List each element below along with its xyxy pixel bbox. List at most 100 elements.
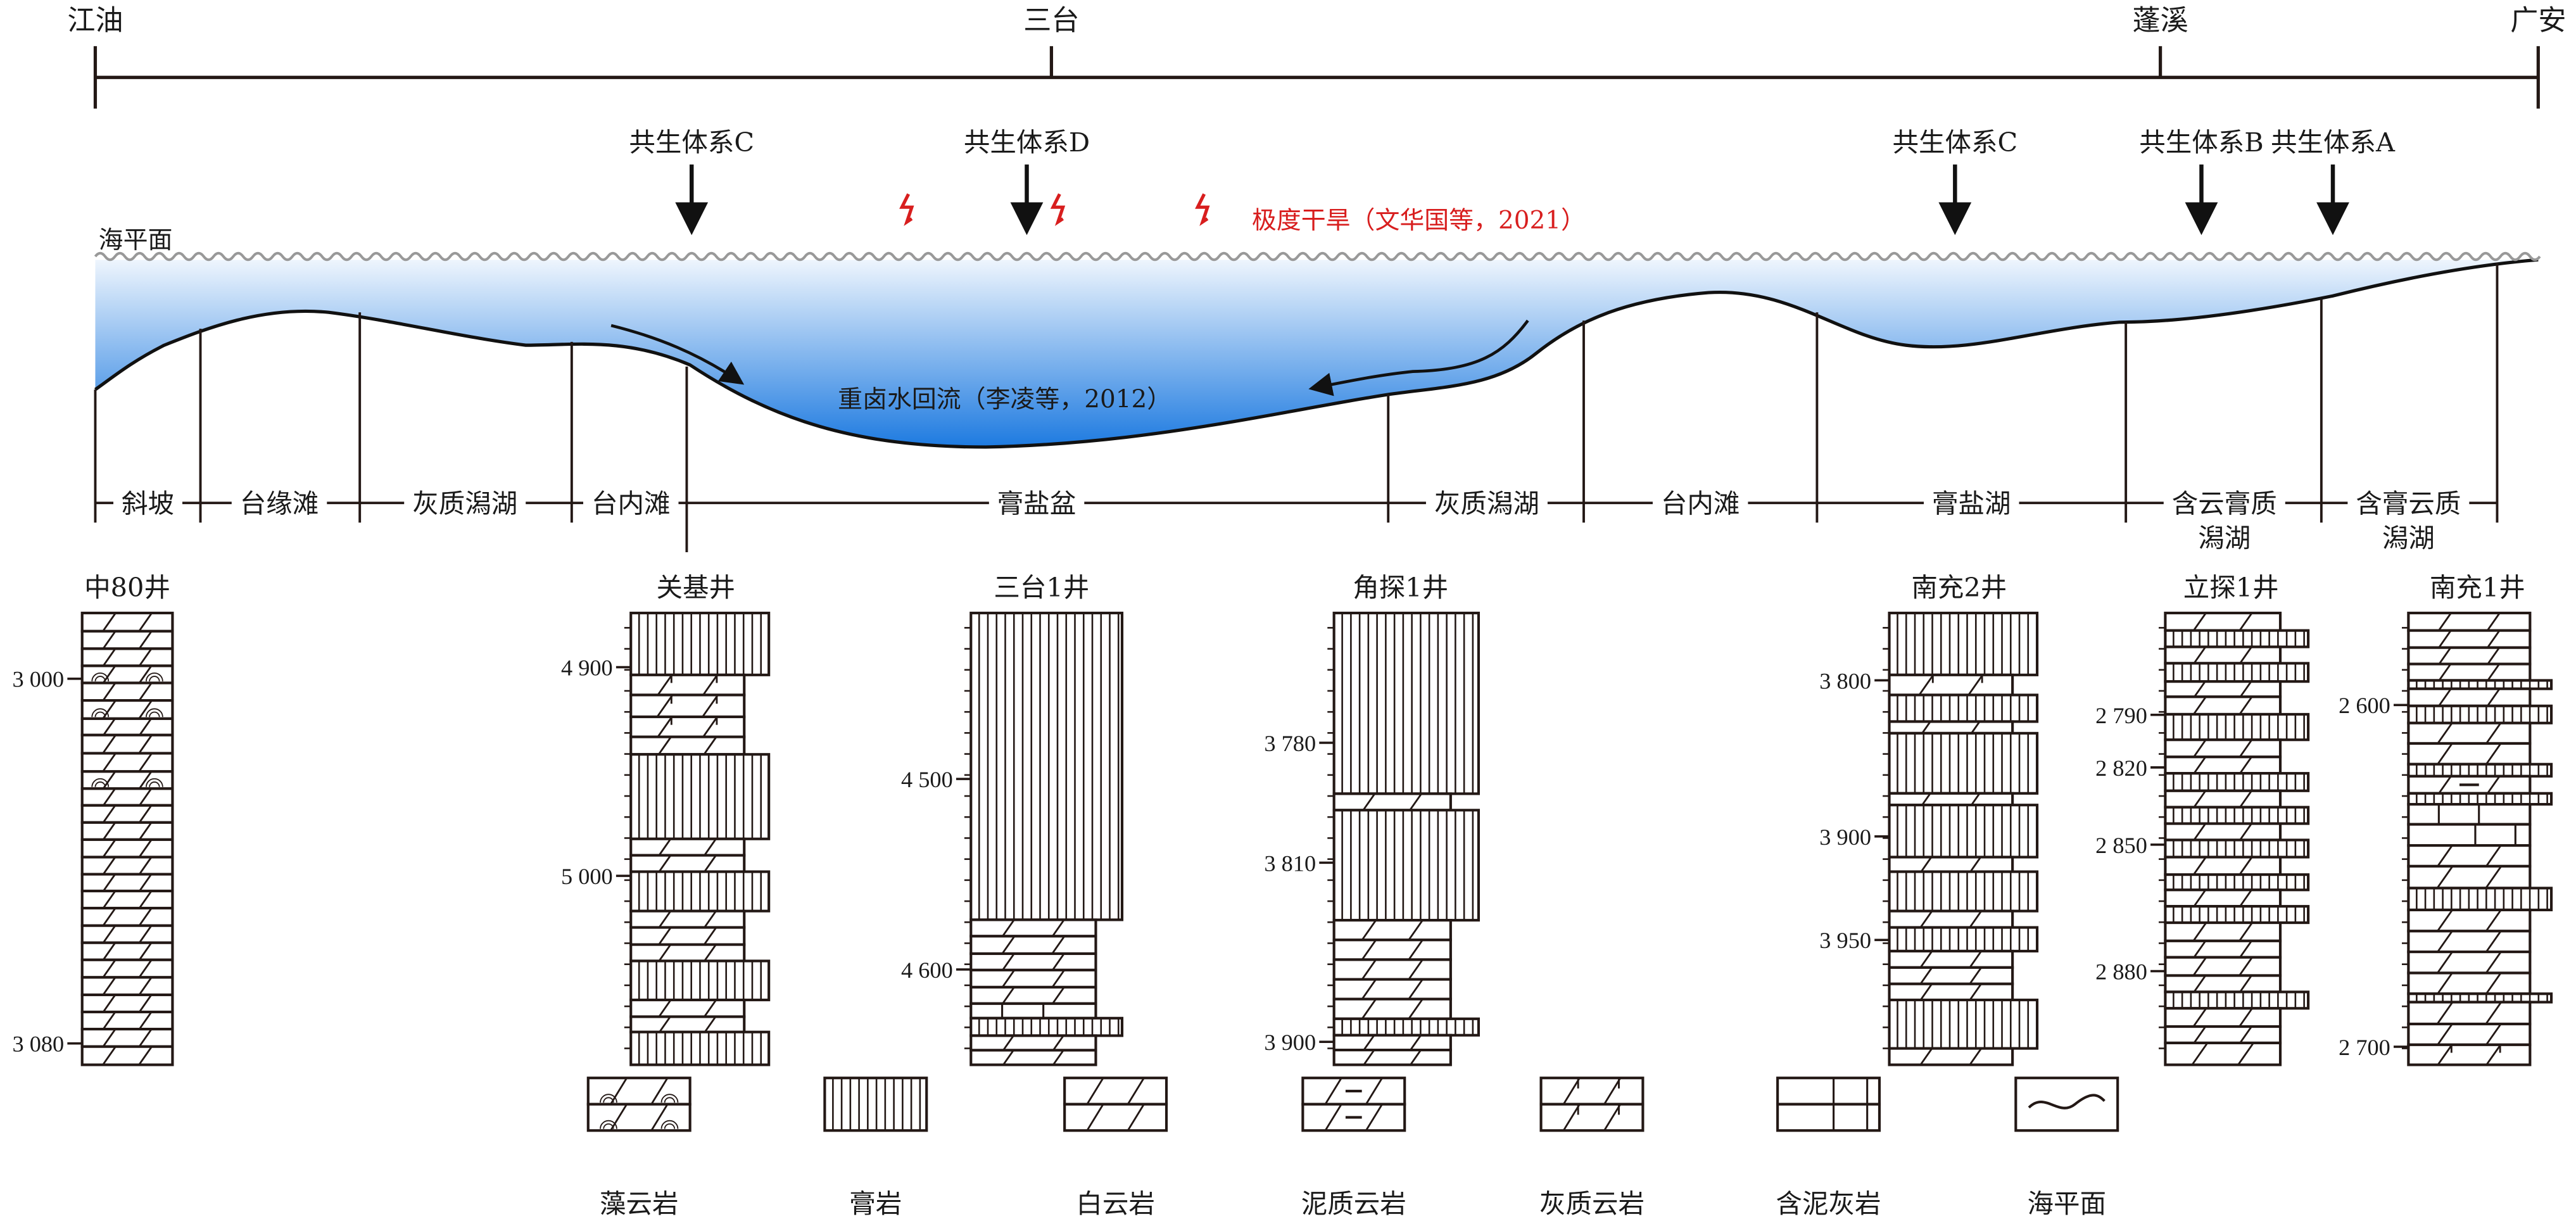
- layer-gyp: [1888, 804, 2039, 859]
- dolomite-slash: [1562, 1103, 1581, 1131]
- layer-dol: [2407, 742, 2532, 766]
- well-name: 三台1井: [994, 572, 1089, 603]
- dolomite-slash: [102, 1046, 117, 1066]
- algal-arc: [600, 1094, 617, 1103]
- dolomite-slash: [1324, 1103, 1342, 1131]
- dolomite-slash: [102, 648, 117, 667]
- layer-dol: [2407, 611, 2532, 632]
- dolomite-slash: [1410, 1049, 1422, 1066]
- reflux-note: 重卤水回流（李凌等，2012）: [838, 386, 1171, 414]
- dolomite-slash: [2485, 866, 2503, 889]
- layer-ldol: [629, 673, 746, 697]
- dolomite-slash: [2485, 722, 2502, 744]
- layer-dol: [2164, 680, 2282, 698]
- layer-dol: [2164, 789, 2282, 809]
- dolomite-slash: [1919, 910, 1933, 928]
- layer-dol: [629, 998, 746, 1018]
- dolomite-slash: [1969, 983, 1982, 1001]
- layer-dol: [2164, 822, 2282, 842]
- facies-label-bg: [583, 486, 679, 520]
- layer-dol: [629, 909, 746, 929]
- dolomite-slash: [2238, 1008, 2253, 1027]
- layer-gyp: [2164, 629, 2310, 648]
- layer-lime: [2407, 823, 2532, 847]
- dolomite-slash: [2487, 647, 2500, 665]
- dolomite-slash: [658, 999, 672, 1018]
- dolomite-slash: [1361, 959, 1377, 980]
- layer-lime: [969, 1002, 1097, 1020]
- layer-gyp: [969, 1016, 1124, 1037]
- facies-label: 灰质潟湖: [412, 488, 517, 519]
- dolomite-slash: [1001, 970, 1016, 988]
- layer-gyp: [1332, 809, 1481, 922]
- layer-dol: [2407, 646, 2532, 666]
- dolomite-slash: [704, 944, 717, 962]
- layer-dol: [1888, 720, 2014, 735]
- dolomite-slash: [656, 694, 674, 717]
- dolomite-slash: [2193, 889, 2207, 907]
- layer-dol: [80, 821, 174, 841]
- algal-arc: [145, 708, 163, 717]
- dolomite-slash: [2193, 940, 2207, 958]
- dolomite-slash: [1603, 1103, 1622, 1131]
- dolomite-slash: [2239, 681, 2252, 698]
- dolomite-slash: [2436, 1001, 2454, 1025]
- dolomite-slash: [138, 890, 153, 909]
- layer-gyp: [2164, 662, 2310, 683]
- dolomite-slash: [1362, 793, 1376, 811]
- algal-arc: [145, 673, 163, 681]
- layer-gyp: [1888, 870, 2039, 913]
- layer-dol: [2407, 1022, 2532, 1046]
- dolomite-slash: [102, 804, 117, 823]
- layer-dol: [2164, 755, 2282, 775]
- layer-dol: [629, 926, 746, 946]
- dolomite-slash: [657, 674, 673, 696]
- layer-ldol: [2407, 1043, 2532, 1066]
- algal-arc: [91, 778, 110, 787]
- layer-dol: [2164, 939, 2282, 959]
- dolomite-slash: [2238, 856, 2253, 875]
- layer-dol: [969, 1049, 1097, 1066]
- dolomite-slash: [1408, 939, 1424, 961]
- dolomite-slash: [1919, 1047, 1933, 1066]
- algal-arc: [145, 778, 163, 787]
- dolomite-slash: [2437, 722, 2453, 744]
- layer-dol: [80, 1027, 174, 1048]
- legend-label: 泥质云岩: [1301, 1188, 1406, 1219]
- dolomite-slash: [1002, 987, 1015, 1004]
- layer-gyp: [1888, 611, 2039, 676]
- legend-label: 含泥灰岩: [1776, 1188, 1881, 1219]
- dolomite-slash: [1002, 1035, 1014, 1051]
- dolomite-slash: [1967, 674, 1983, 696]
- dolomite-slash: [2487, 629, 2501, 648]
- layer-dol: [2407, 1001, 2532, 1026]
- facies-label: 台缘滩: [240, 488, 319, 519]
- dolomite-slash: [102, 752, 117, 773]
- layer-dol: [80, 873, 174, 893]
- dolomite-slash: [138, 839, 153, 858]
- layer-dol: [1332, 1049, 1452, 1066]
- facies-label: 膏盐盆: [997, 488, 1076, 519]
- dolomite-slash: [1409, 793, 1422, 811]
- dolomite-slash: [2193, 856, 2207, 875]
- layer-algal: [80, 770, 174, 790]
- layer-dol: [80, 838, 174, 859]
- dolomite-slash: [1969, 951, 1982, 968]
- dolomite-slash: [2437, 972, 2453, 995]
- facies-label-bg: [2163, 486, 2285, 553]
- layer-gyp: [2164, 905, 2310, 925]
- layer-dol: [2164, 695, 2282, 716]
- dolomite-slash: [702, 674, 718, 696]
- layer-dol: [2407, 687, 2532, 707]
- dolomite-slash: [1052, 987, 1065, 1004]
- dolomite-slash: [2194, 681, 2206, 698]
- dolomite-slash: [1921, 792, 1931, 806]
- layer-dol: [80, 681, 174, 702]
- algal-arc: [149, 781, 160, 787]
- reflux-arrow-left: [610, 324, 745, 385]
- assemblage-label: 共生体系D: [964, 127, 1090, 158]
- dolomite-slash: [2239, 889, 2252, 907]
- layer-dol: [2164, 1025, 2282, 1045]
